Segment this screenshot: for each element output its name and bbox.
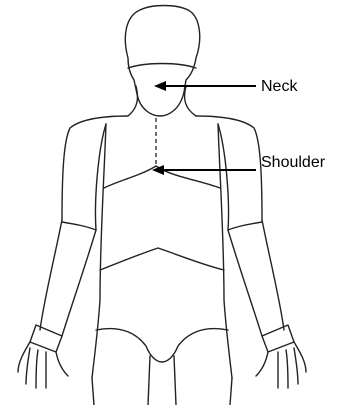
- left-forearm-inner: [62, 230, 96, 336]
- right-wrist: [262, 325, 294, 352]
- neck-right: [185, 86, 196, 116]
- left-leg: [92, 378, 94, 405]
- right-hand: [256, 342, 306, 388]
- shoulder-label: Shoulder: [261, 154, 326, 171]
- pelvis-line: [96, 329, 228, 362]
- inner-right-leg: [174, 356, 176, 405]
- neck-pointer-arrowhead: [154, 81, 166, 91]
- collar-band: [128, 64, 196, 69]
- head-outline: [125, 6, 199, 117]
- shoulder-callout: Shoulder: [152, 154, 326, 175]
- inner-left-leg: [148, 356, 150, 405]
- left-wrist: [30, 325, 62, 352]
- right-forearm-outer: [262, 220, 284, 330]
- right-forearm-inner: [228, 230, 262, 336]
- left-elbow: [62, 222, 96, 230]
- right-elbow: [228, 222, 262, 230]
- right-leg: [230, 378, 232, 405]
- left-forearm-outer: [40, 220, 62, 330]
- neck-label: Neck: [261, 78, 298, 95]
- neck-callout: Neck: [154, 78, 298, 95]
- left-hand: [18, 342, 68, 388]
- abdomen-line: [100, 248, 224, 270]
